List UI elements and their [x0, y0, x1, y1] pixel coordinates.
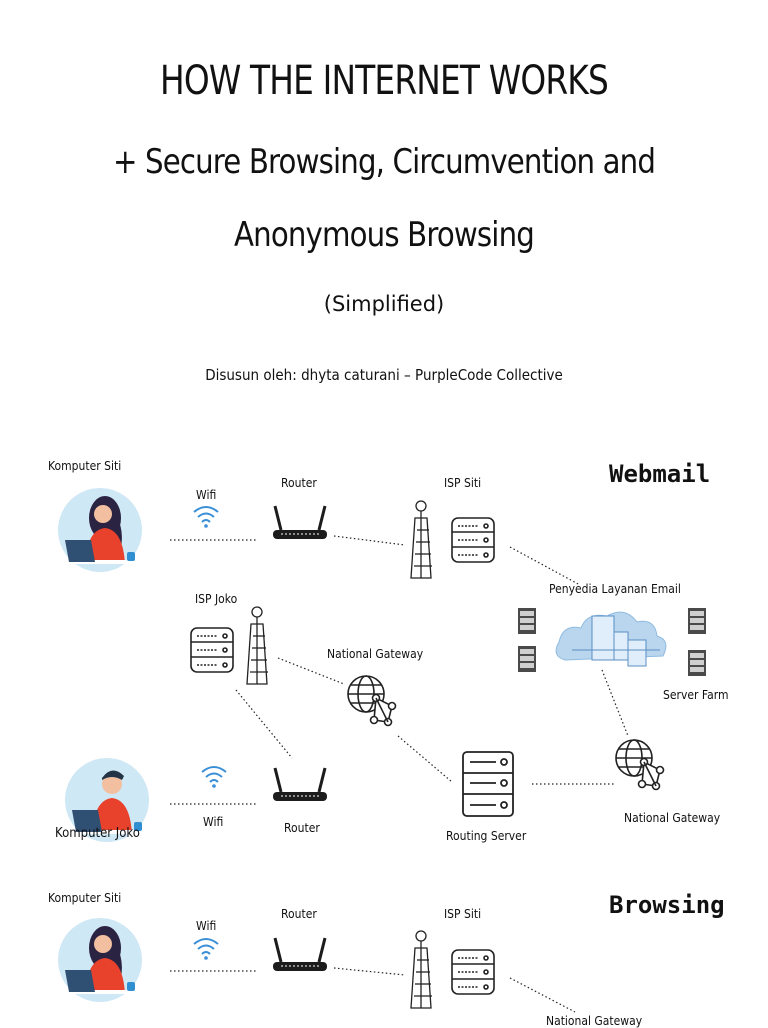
- section-heading-browsing: Browsing: [609, 891, 725, 919]
- label-national-gateway-partial: National Gateway: [546, 1014, 643, 1028]
- simplified-note: (Simplified): [323, 292, 445, 316]
- label-server-farm: Server Farm: [663, 688, 729, 702]
- label-router: Router: [284, 821, 320, 835]
- person-siti-browsing: [58, 918, 142, 1002]
- wifi-icon: [201, 766, 227, 789]
- label-national-gateway: National Gateway: [624, 811, 721, 825]
- label-isp-joko: ISP Joko: [195, 592, 238, 606]
- label-komputer-siti: Komputer Siti: [48, 891, 122, 905]
- label-email-provider: Penyedia Layanan Email: [549, 582, 681, 596]
- page-title: HOW THE INTERNET WORKS: [159, 58, 609, 104]
- label-router: Router: [281, 907, 317, 921]
- label-isp-siti: ISP Siti: [444, 476, 482, 490]
- label-isp-siti: ISP Siti: [444, 907, 482, 921]
- email-provider-cloud-icon: [555, 611, 667, 667]
- section-heading-webmail: Webmail: [609, 460, 711, 488]
- server-rack-icon: [688, 650, 706, 676]
- server-icon: [451, 949, 495, 995]
- wifi-icon: [193, 938, 219, 961]
- subtitle-line-1: + Secure Browsing, Circumvention and: [112, 142, 656, 182]
- label-router: Router: [281, 476, 317, 490]
- router-icon: [271, 936, 329, 973]
- server-icon: [451, 517, 495, 563]
- globe-icon: [347, 675, 397, 727]
- label-wifi: Wifi: [196, 488, 217, 502]
- tower-icon: [410, 930, 433, 1009]
- connection-lines: [170, 967, 576, 1013]
- label-wifi: Wifi: [196, 919, 217, 933]
- tower-icon: [246, 606, 269, 685]
- credit-line: Disusun oleh: dhyta caturani – PurpleCod…: [205, 366, 563, 384]
- label-routing-server: Routing Server: [446, 829, 527, 843]
- server-rack-icon: [518, 646, 536, 672]
- label-komputer-siti: Komputer Siti: [48, 459, 122, 473]
- person-siti-webmail: [58, 488, 142, 572]
- server-rack-icon: [688, 608, 706, 634]
- server-icon: [190, 627, 234, 673]
- wifi-icon: [193, 506, 219, 529]
- globe-icon: [615, 739, 665, 791]
- router-icon: [271, 766, 329, 803]
- connection-lines: [170, 535, 629, 805]
- router-icon: [271, 504, 329, 541]
- label-komputer-joko: Komputer Joko: [55, 826, 140, 841]
- subtitle-line-2: Anonymous Browsing: [234, 215, 535, 255]
- routing-server-icon: [462, 751, 514, 817]
- label-national-gateway: National Gateway: [327, 647, 424, 661]
- tower-icon: [410, 500, 433, 579]
- label-wifi: Wifi: [203, 815, 224, 829]
- server-rack-icon: [518, 608, 536, 634]
